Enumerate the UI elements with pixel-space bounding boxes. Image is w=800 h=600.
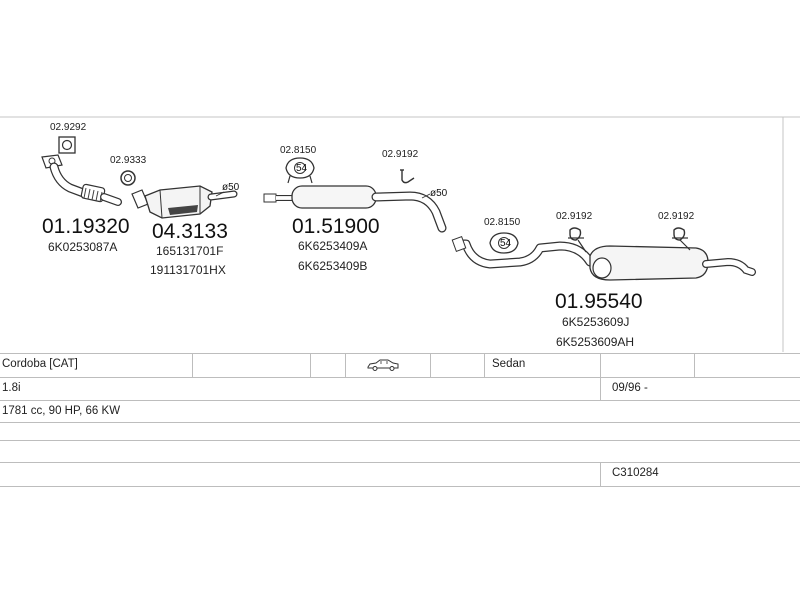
table-column-divider: [600, 353, 601, 400]
downpipe-group: 02.9292 02.9333 01.19320 6K0253087A: [41, 122, 147, 254]
ring-gasket-number: 02.9333: [110, 155, 147, 166]
vehicle-body-type: Sedan: [492, 358, 526, 370]
clamp-icon: [672, 227, 688, 241]
rear-silencer-oem-number-1: 6K5253609J: [562, 315, 629, 329]
vehicle-spec: 1781 cc, 90 HP, 66 KW: [2, 405, 121, 417]
table-column-divider: [430, 353, 431, 377]
middle-silencer-oem-number-1: 6K6253409A: [298, 239, 367, 253]
rear-silencer-icon: [451, 236, 756, 281]
downpipe-part-number: 01.19320: [42, 215, 130, 238]
table-column-divider: [484, 353, 485, 377]
downpipe-icon: [49, 162, 122, 206]
table-column-divider: [600, 462, 601, 486]
mount-badge: 54: [500, 238, 512, 249]
catalyst-group: ø50 04.3133 165131701F 191131701HX: [131, 182, 240, 277]
rear-mount-rubber-number: 02.8150: [484, 217, 521, 228]
vehicle-model: Cordoba [CAT]: [2, 358, 78, 370]
table-column-divider: [310, 353, 311, 377]
table-divider: [0, 462, 800, 463]
rear-silencer-part-number: 01.95540: [555, 290, 643, 313]
middle-diameter: ø50: [430, 188, 448, 199]
car-sedan-icon: [367, 359, 399, 371]
table-divider: [0, 353, 800, 354]
table-column-divider: [345, 353, 346, 377]
catalog-code: C310284: [612, 467, 659, 479]
vehicle-engine: 1.8i: [2, 382, 21, 394]
mount-badge: 54: [296, 163, 308, 174]
table-column-divider: [694, 353, 695, 377]
vehicle-date-from: 09/96 -: [612, 382, 648, 394]
middle-silencer-icon: [263, 185, 447, 233]
ring-gasket-icon: [120, 170, 136, 186]
rear-silencer-group: 02.8150 54 02.9192 02.9192: [451, 211, 756, 349]
catalyst-part-number: 04.3133: [152, 220, 228, 243]
rubber-mount-icon: 54: [489, 232, 519, 254]
flange-gasket-number: 02.9292: [50, 122, 87, 133]
rubber-mount-icon: 54: [285, 157, 315, 184]
table-divider: [0, 422, 800, 423]
table-divider: [0, 486, 800, 487]
catalyst-oem-number-2: 191131701HX: [150, 263, 226, 277]
rear-clamp-number-2: 02.9192: [658, 211, 695, 222]
rear-clamp-number-1: 02.9192: [556, 211, 593, 222]
middle-silencer-oem-number-2: 6K6253409B: [298, 259, 367, 273]
table-divider: [0, 400, 800, 401]
table-divider: [0, 377, 800, 378]
middle-mount-rubber-number: 02.8150: [280, 145, 317, 156]
table-divider: [0, 440, 800, 441]
table-column-divider: [192, 353, 193, 377]
catalytic-converter-icon: [131, 185, 238, 219]
downpipe-oem-number: 6K0253087A: [48, 240, 117, 254]
middle-silencer-part-number: 01.51900: [292, 215, 380, 238]
flange-gasket-icon: [58, 136, 76, 154]
rear-silencer-oem-number-2: 6K5253609AH: [556, 335, 634, 349]
clamp-icon: [400, 169, 415, 184]
catalyst-oem-number-1: 165131701F: [156, 244, 223, 258]
clamp-icon: [568, 227, 584, 241]
catalyst-diameter: ø50: [222, 182, 240, 193]
middle-silencer-group: 02.8150 54 02.9192 ø50 01.51900 6K625340…: [263, 145, 448, 273]
middle-clamp-number: 02.9192: [382, 149, 419, 160]
